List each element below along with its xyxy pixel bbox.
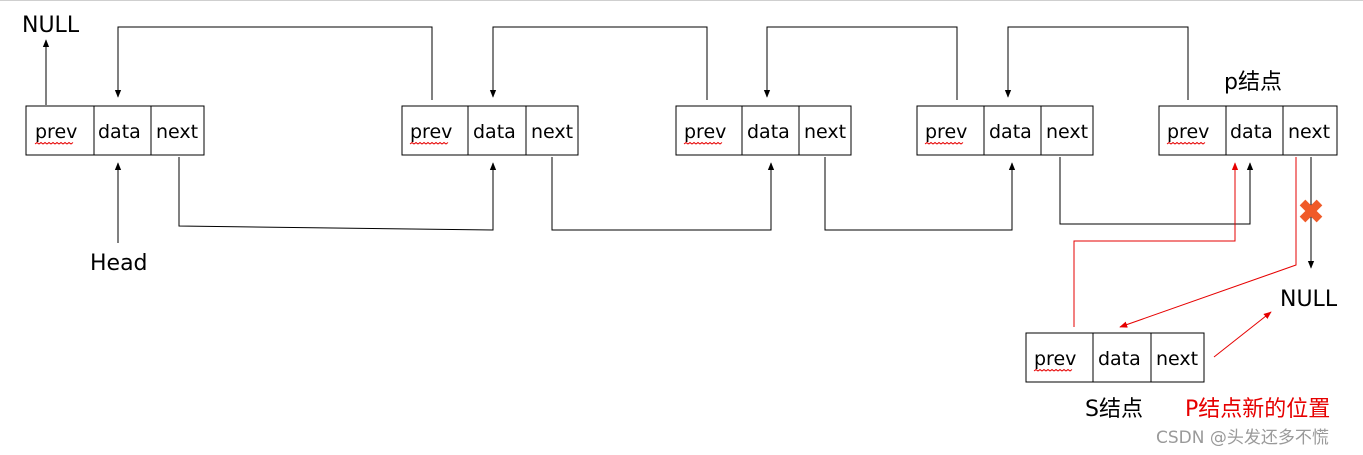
next-link-2-to-3 <box>551 157 775 231</box>
next-cell: next <box>1156 348 1198 370</box>
s-node-label: S结点 <box>1085 397 1143 422</box>
prev-link-p-to-4 <box>1004 26 1189 100</box>
p-new-position-label: P结点新的位置 <box>1185 397 1330 422</box>
next-cell: next <box>156 121 198 143</box>
spellcheck-underlines <box>34 141 1206 372</box>
next-cell: next <box>1046 121 1088 143</box>
data-cell: data <box>989 121 1032 143</box>
next-cell: next <box>1288 121 1330 143</box>
prev-link-3-to-2 <box>489 26 708 100</box>
prev-cell: prev <box>684 121 726 143</box>
node-4: prev data next <box>916 105 1094 156</box>
s-prev-to-p-link <box>1073 162 1239 327</box>
data-cell: data <box>473 121 516 143</box>
cross-icon <box>1299 199 1323 223</box>
s-node: prev data next <box>1025 332 1205 383</box>
data-cell: data <box>747 121 790 143</box>
node-3: prev data next <box>675 105 852 156</box>
prev-cell: prev <box>925 121 967 143</box>
watermark: CSDN @头发还多不慌 <box>1156 428 1329 448</box>
next-link-4-to-p <box>1059 157 1254 225</box>
node-1: prev data next <box>25 105 205 156</box>
prev-cell: prev <box>410 121 452 143</box>
next-link-3-to-4 <box>824 157 1016 231</box>
prev-link-4-to-3 <box>763 26 958 100</box>
prev-cell: prev <box>1167 121 1209 143</box>
data-cell: data <box>98 121 141 143</box>
p-next-to-s-link <box>1119 157 1297 328</box>
next-cell: next <box>531 121 573 143</box>
null-label-left: NULL <box>22 13 80 38</box>
head-label: Head <box>90 251 148 276</box>
node-2: prev data next <box>401 105 579 156</box>
p-node-label: p结点 <box>1224 70 1282 95</box>
next-cell: next <box>804 121 846 143</box>
prev-link-2-to-1 <box>114 26 433 100</box>
prev-cell: prev <box>35 121 77 143</box>
null-label-right: NULL <box>1280 287 1338 312</box>
data-cell: data <box>1230 121 1273 143</box>
prev-cell: prev <box>1034 348 1076 370</box>
p-node: prev data next <box>1158 105 1338 156</box>
s-next-to-null-link <box>1213 311 1272 358</box>
next-link-1-to-2 <box>178 157 497 231</box>
data-cell: data <box>1098 348 1141 370</box>
